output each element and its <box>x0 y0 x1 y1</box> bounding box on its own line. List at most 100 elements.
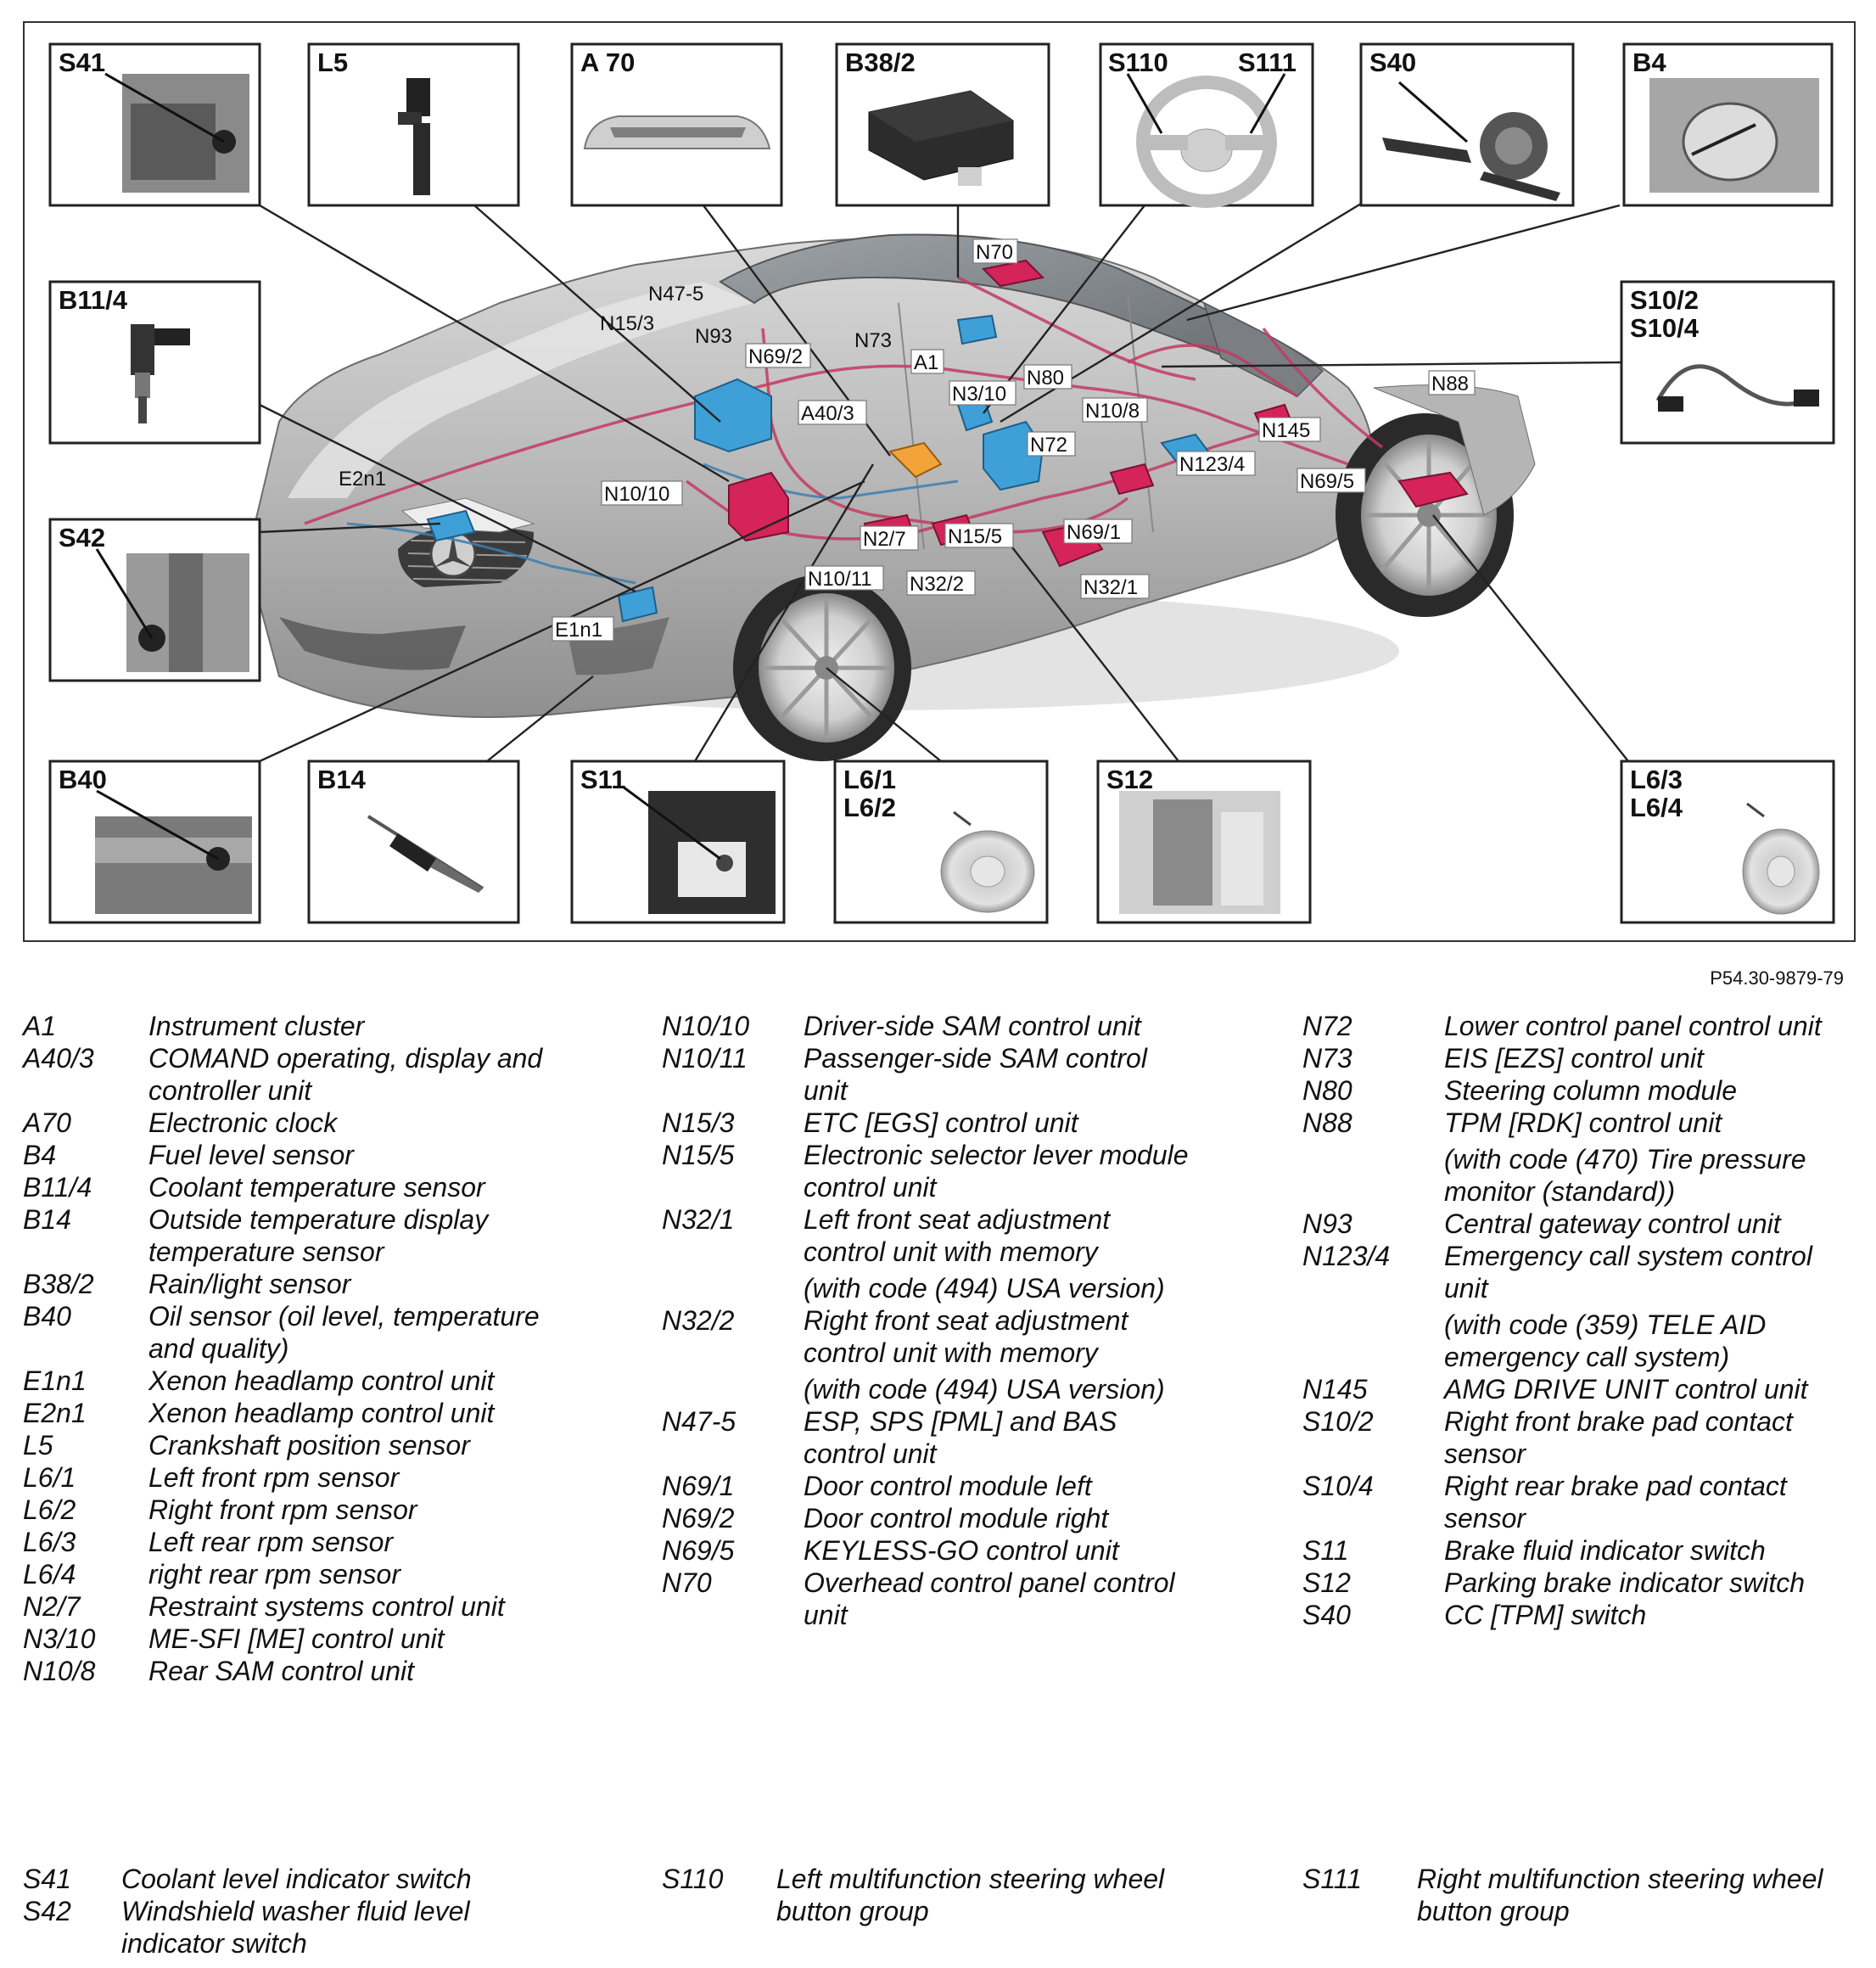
legend-description-line: Rain/light sensor <box>148 1269 351 1299</box>
callout-e1n1: E1n1 <box>555 619 602 642</box>
legend-description-line: Right multifunction steering wheel <box>1417 1864 1823 1894</box>
legend-code: B14 <box>23 1204 71 1235</box>
legend-description-line: Central gateway control unit <box>1444 1208 1781 1239</box>
detail-box-s40: S40 <box>1359 42 1575 207</box>
legend-description: Rear SAM control unit <box>148 1655 617 1687</box>
legend-description: Coolant temperature sensor <box>148 1171 617 1203</box>
box-label-b14: B14 <box>317 765 367 794</box>
legend-description-line: KEYLESS-GO control unit <box>804 1535 1119 1566</box>
legend-code: A1 <box>23 1011 57 1041</box>
box-label-l6-1: L6/1 <box>843 765 896 794</box>
callout-n10-10: N10/10 <box>604 483 669 506</box>
box-label-b38-2: B38/2 <box>845 48 916 77</box>
legend-code: S110 <box>662 1864 724 1894</box>
legend-code: N32/1 <box>662 1204 735 1235</box>
legend-code: N69/1 <box>662 1471 735 1501</box>
legend-description-line: emergency call system) <box>1444 1342 1730 1372</box>
box-label-l6-4: L6/4 <box>1630 793 1683 822</box>
legend-description: Rain/light sensor <box>148 1268 617 1300</box>
legend-code: S11 <box>1302 1535 1349 1566</box>
legend-code: L6/3 <box>23 1527 76 1557</box>
box-label-s10-2: S10/2 <box>1630 285 1699 315</box>
detail-box-s11: S11 <box>570 760 786 924</box>
legend-code: N69/5 <box>662 1535 735 1566</box>
callout-n3-10: N3/10 <box>952 383 1006 406</box>
legend-description: Left front rpm sensor <box>148 1461 617 1494</box>
legend-description: Driver-side SAM control unit <box>804 1010 1256 1042</box>
box-label-l6-3: L6/3 <box>1630 765 1683 794</box>
detail-box-a70: A 70 <box>570 42 783 207</box>
callout-n10-8: N10/8 <box>1085 400 1140 423</box>
legend-description: Central gateway control unit <box>1444 1208 1871 1240</box>
legend-description-line: Restraint systems control unit <box>148 1591 505 1622</box>
legend-code: L6/2 <box>23 1494 76 1525</box>
legend-description-line: Right front seat adjustment <box>804 1305 1128 1336</box>
legend-description-line: Left multifunction steering wheel <box>776 1864 1165 1894</box>
legend-code: S41 <box>23 1864 71 1894</box>
detail-box-s41: S41 <box>48 42 261 207</box>
detail-box-b38-2: B38/2 <box>835 42 1050 207</box>
legend-description-line: Xenon headlamp control unit <box>148 1365 495 1396</box>
legend-description-line: EIS [EZS] control unit <box>1444 1043 1704 1074</box>
legend-code: A40/3 <box>23 1043 94 1074</box>
legend-description-line: control unit with memory <box>804 1337 1098 1368</box>
legend-description-line: control unit <box>804 1438 937 1469</box>
legend-description: KEYLESS-GO control unit <box>804 1534 1256 1567</box>
legend-entry: B4 Fuel level sensor <box>23 1139 617 1171</box>
legend-description-line: Windshield washer fluid level <box>121 1896 470 1926</box>
legend-code: N93 <box>1302 1208 1352 1239</box>
legend-description-line: ESP, SPS [PML] and BAS <box>804 1406 1117 1437</box>
legend-description-line: Instrument cluster <box>148 1011 365 1041</box>
box-label-b11-4: B11/4 <box>59 285 128 315</box>
legend-description-line: Electronic selector lever module <box>804 1140 1189 1170</box>
callout-n73: N73 <box>854 329 892 352</box>
detail-box-b4: B4 <box>1622 42 1834 207</box>
legend-code: S10/2 <box>1302 1406 1374 1437</box>
legend-code: N88 <box>1302 1107 1352 1138</box>
legend-code: N123/4 <box>1302 1241 1391 1271</box>
legend-code: B4 <box>23 1140 57 1170</box>
legend-description: Restraint systems control unit <box>148 1590 617 1623</box>
legend-code: B38/2 <box>23 1269 94 1299</box>
legend-entry: B38/2 Rain/light sensor <box>23 1268 617 1300</box>
legend-description-line: Right rear brake pad contact <box>1444 1471 1787 1501</box>
box-label-s40: S40 <box>1369 48 1416 77</box>
legend-description-line: ME-SFI [ME] control unit <box>148 1623 445 1654</box>
legend-description: ME-SFI [ME] control unit <box>148 1623 617 1655</box>
box-label-s12: S12 <box>1106 765 1153 794</box>
legend-description: ETC [EGS] control unit <box>804 1107 1256 1139</box>
legend-code: L5 <box>23 1430 53 1461</box>
legend-description-line: Fuel level sensor <box>148 1140 354 1170</box>
box-label-a70: A 70 <box>580 48 635 77</box>
legend-entry: A1 Instrument cluster <box>23 1010 617 1042</box>
legend-description-line: (with code (359) TELE AID <box>1444 1309 1767 1340</box>
legend-description-line: Lower control panel control unit <box>1444 1011 1822 1041</box>
legend-description: Parking brake indicator switch <box>1444 1567 1871 1599</box>
legend-description: Instrument cluster <box>148 1010 617 1042</box>
legend-description-line: Brake fluid indicator switch <box>1444 1535 1766 1566</box>
callout-n70: N70 <box>976 241 1013 264</box>
legend-description-line: right rear rpm sensor <box>148 1559 400 1590</box>
